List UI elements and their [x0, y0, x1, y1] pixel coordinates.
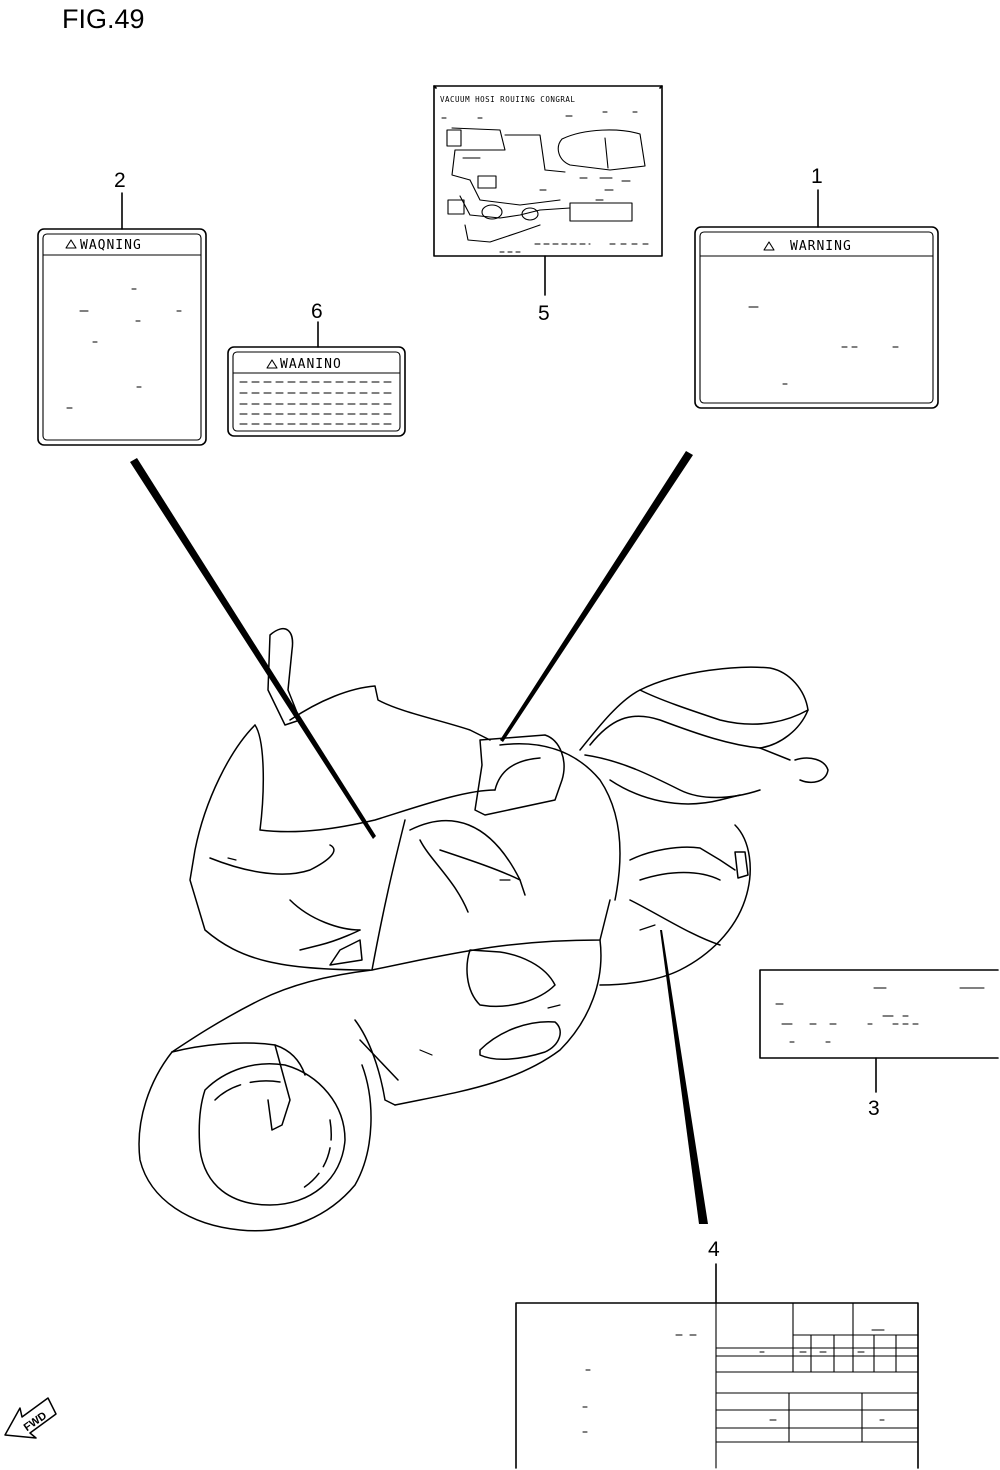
label-5-vacuum-hose-sticker: VACUUM HOSI ROUIING CONGRAL — [433, 85, 663, 257]
leader-label-4 — [660, 930, 708, 1224]
svg-text:5: 5 — [538, 302, 550, 325]
label-1-warning-sticker: WARNING — [694, 226, 939, 409]
svg-text:6: 6 — [311, 300, 323, 323]
motorcycle-illustration — [138, 628, 829, 1232]
label-3-sticker — [759, 969, 999, 1059]
svg-text:3: 3 — [868, 1097, 880, 1120]
callout-2: 2 — [114, 169, 126, 230]
warning-triangle-icon — [763, 241, 775, 251]
svg-text:2: 2 — [114, 169, 126, 192]
svg-text:1: 1 — [811, 165, 823, 188]
leader-label-1 — [500, 451, 693, 742]
callout-4: 4 — [708, 1238, 720, 1304]
label-2-heading: WAQNING — [80, 238, 142, 253]
warning-triangle-icon — [65, 239, 77, 249]
callout-5: 5 — [538, 255, 550, 325]
callout-1: 1 — [811, 165, 823, 228]
leader-label-2 — [130, 458, 376, 839]
callout-3: 3 — [868, 1057, 880, 1120]
fwd-arrow-icon: FWD — [4, 1397, 57, 1439]
label-6-warning-sticker: WAANINO — [227, 346, 406, 437]
warning-triangle-icon — [266, 359, 278, 369]
label-6-heading: WAANINO — [280, 357, 342, 372]
label-5-heading: VACUUM HOSI ROUIING CONGRAL — [440, 95, 575, 104]
svg-text:4: 4 — [708, 1238, 720, 1261]
label-2-warning-sticker: WAQNING — [37, 228, 207, 446]
label-4-spec-sticker — [515, 1302, 919, 1469]
figure-title: FIG.49 — [62, 4, 145, 34]
leader-lines — [130, 451, 708, 1224]
label-1-heading: WARNING — [790, 239, 852, 254]
callout-6: 6 — [311, 300, 323, 348]
